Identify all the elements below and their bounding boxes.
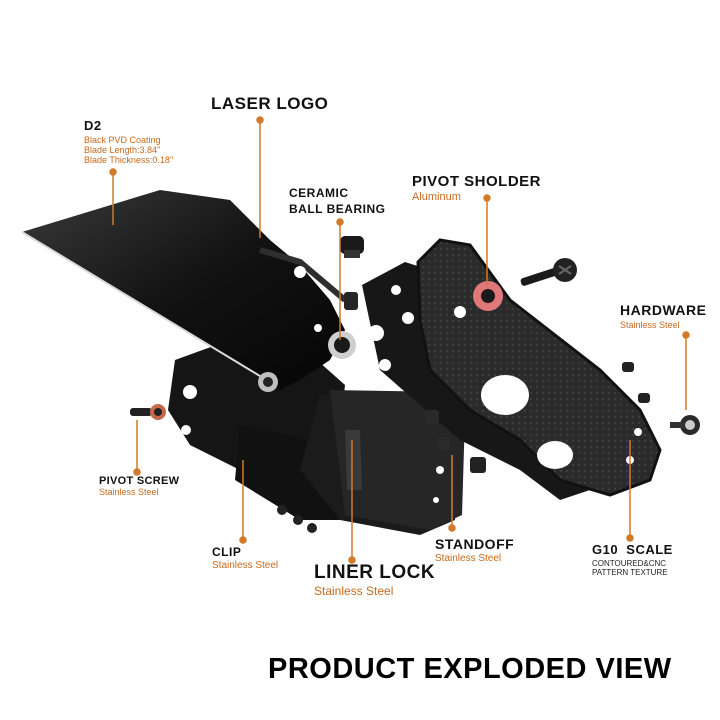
liner-lock-title: LINER LOCK: [314, 562, 436, 583]
top-screw-and-spacer: [340, 236, 364, 310]
ceramic-title-1: CERAMIC: [289, 186, 349, 200]
liner-lock-sub: Stainless Steel: [314, 584, 394, 598]
leader-lines: [109, 116, 690, 564]
standoffs: [425, 410, 486, 473]
screw-icon: [520, 258, 577, 286]
label-g10-scale: G10 SCALE CONTOURED&CNC PATTERN TEXTURE: [592, 542, 673, 577]
label-d2: D2 Black PVD Coating Blade Length:3.84''…: [84, 118, 173, 165]
label-standoff: STANDOFF Stainless Steel: [435, 536, 514, 564]
clip-sub: Stainless Steel: [212, 560, 279, 571]
clip-title: CLIP: [212, 545, 242, 559]
g10-scale-title: G10 SCALE: [592, 542, 673, 557]
clip-screws: [277, 505, 317, 533]
label-pivot-sholder: PIVOT SHOLDER Aluminum: [412, 173, 541, 203]
label-pivot-screw: PIVOT SCREW Stainless Steel: [99, 475, 179, 497]
blade: [21, 190, 347, 390]
d2-title: D2: [84, 118, 102, 133]
footer-title: PRODUCT EXPLODED VIEW: [268, 653, 672, 685]
d2-line-2: Blade Length:3.84'': [84, 145, 161, 155]
label-hardware: HARDWARE Stainless Steel: [620, 302, 706, 330]
label-clip: CLIP Stainless Steel: [212, 545, 278, 571]
label-laser-logo: LASER LOGO: [211, 94, 329, 113]
ceramic-title-2: BALL BEARING: [289, 202, 386, 216]
hardware-title: HARDWARE: [620, 302, 707, 318]
label-ceramic-ball-bearing: CERAMIC BALL BEARING: [289, 186, 385, 216]
hardware-sub: Stainless Steel: [620, 320, 680, 330]
pivot-sholder-sub: Aluminum: [412, 191, 461, 203]
bearing-icon: [258, 331, 356, 392]
g10-scale-sub-1: CONTOURED&CNC: [592, 559, 667, 568]
d2-line-1: Black PVD Coating: [84, 135, 161, 145]
standoff-sub: Stainless Steel: [435, 553, 502, 564]
pivot-screw-part: [130, 404, 166, 420]
label-liner-lock: LINER LOCK Stainless Steel: [314, 562, 435, 598]
g10-scale: [416, 238, 662, 497]
hardware-screws: [622, 362, 700, 435]
liner-lock-plate: [300, 390, 465, 535]
standoff-title: STANDOFF: [435, 536, 515, 552]
pivot-screw-title: PIVOT SCREW: [99, 475, 180, 487]
pivot-sholder-title: PIVOT SHOLDER: [412, 173, 542, 190]
d2-line-3: Blade Thickness:0.18'': [84, 155, 174, 165]
g10-scale-sub-2: PATTERN TEXTURE: [592, 568, 668, 577]
blade-icon: [22, 190, 345, 390]
pivot-screw-sub: Stainless Steel: [99, 487, 159, 497]
